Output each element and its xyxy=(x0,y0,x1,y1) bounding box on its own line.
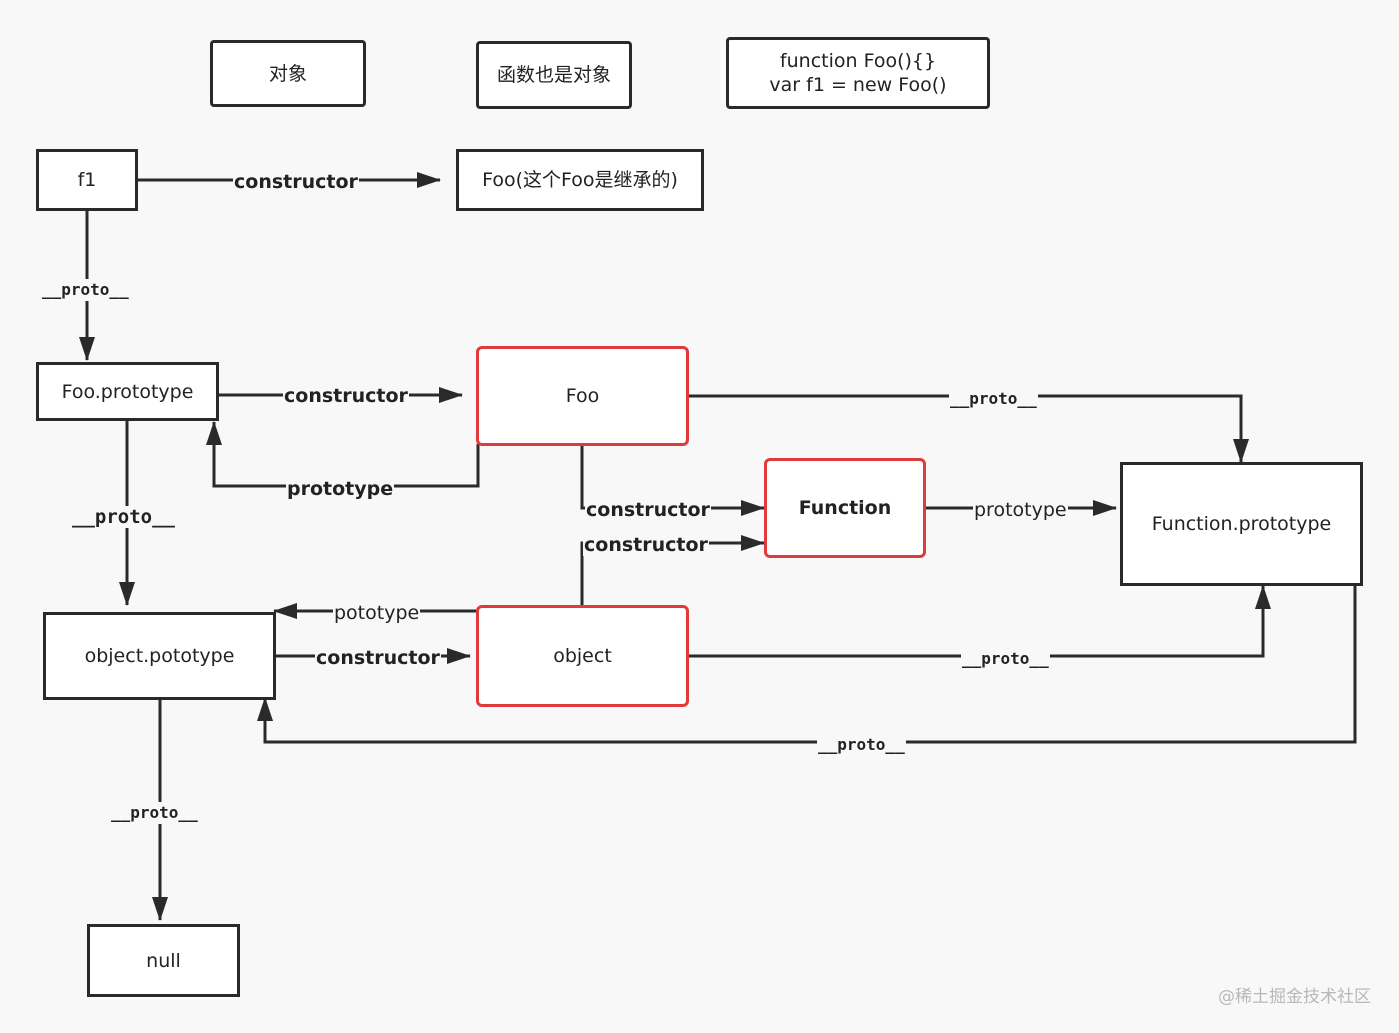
watermark: @稀土掘金技术社区 xyxy=(1218,987,1371,1007)
label-object-proto: __proto__ xyxy=(961,648,1050,670)
node-foo-prototype: Foo.prototype xyxy=(36,362,219,421)
edge-funcproto-proto xyxy=(257,586,1357,744)
node-foo-inherited: Foo(这个Foo是继承的) xyxy=(456,149,704,211)
code-line-2: var f1 = new Foo() xyxy=(769,74,947,96)
label-fooproto-proto: __proto__ xyxy=(71,506,176,528)
label-objproto-proto: __proto__ xyxy=(110,802,199,824)
node-function-prototype: Function.prototype xyxy=(1120,462,1363,586)
legend-function-object: 函数也是对象 xyxy=(476,41,632,109)
edge-foo-prototype xyxy=(206,421,480,488)
node-foo: Foo xyxy=(476,346,689,446)
code-line-1: function Foo(){} xyxy=(779,50,937,72)
label-function-prototype: prototype xyxy=(973,499,1068,521)
node-null: null xyxy=(87,924,240,997)
label-f1-proto: __proto__ xyxy=(41,279,130,301)
edge-object-proto xyxy=(688,585,1271,658)
label-foo-proto: __proto__ xyxy=(949,388,1038,410)
label-objproto-constructor: constructor xyxy=(315,647,441,669)
label-fooproto-constructor: constructor xyxy=(283,385,409,407)
label-f1-constructor: constructor xyxy=(233,171,359,193)
node-f1: f1 xyxy=(36,149,138,211)
node-object-prototype: object.pototype xyxy=(43,612,276,700)
legend-code: function Foo(){} var f1 = new Foo() xyxy=(726,37,990,109)
edge-foo-proto xyxy=(688,394,1249,463)
label-foo-constructor: constructor xyxy=(585,499,711,521)
label-object-pototype: pototype xyxy=(333,602,421,624)
legend-object: 对象 xyxy=(210,40,366,107)
label-funcproto-proto: __proto__ xyxy=(817,734,906,756)
label-object-constructor: constructor xyxy=(583,534,709,556)
node-object: object xyxy=(476,605,689,707)
node-function: Function xyxy=(764,458,926,558)
label-foo-prototype: prototype xyxy=(286,478,395,500)
